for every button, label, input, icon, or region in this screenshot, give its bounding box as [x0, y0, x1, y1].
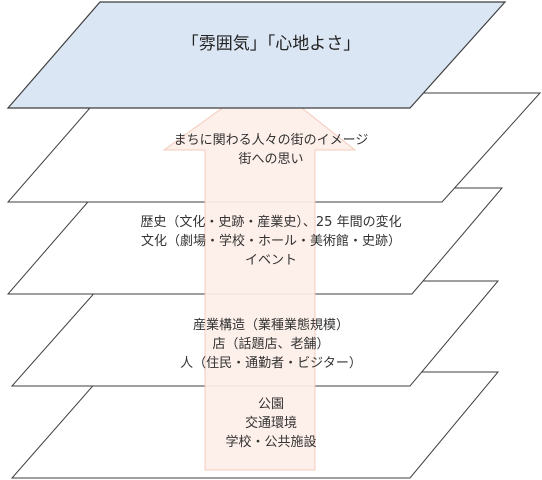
top-layer-label: 「雰囲気」「心地よさ」 — [0, 33, 542, 55]
layer-3-text: 産業構造（業種業態規模） 店（話題店、老舗） 人（住民・通勤者・ビジター） — [0, 316, 542, 373]
layer-4-line-1: 公園 — [257, 397, 284, 412]
layer-3-line-1: 産業構造（業種業態規模） — [192, 318, 349, 333]
layer-2-line-1: 歴史（文化・史跡・産業史）、25 年間の変化 — [140, 215, 402, 230]
top-layer-text: 「雰囲気」「心地よさ」 — [181, 34, 361, 54]
layer-2-line-3: イベント — [244, 253, 297, 268]
top-plane — [6, 1, 507, 109]
upward-arrow — [162, 77, 357, 471]
layer-4-line-3: 学校・公共施設 — [225, 435, 317, 450]
layer-3-line-3: 人（住民・通勤者・ビジター） — [180, 356, 362, 371]
layer-1-text: まちに関わる人々の街のイメージ 街への思い — [0, 131, 542, 169]
layer-1-line-2: 街への思い — [238, 152, 304, 167]
layer-4-line-2: 交通環境 — [244, 416, 297, 431]
layer-4-text: 公園 交通環境 学校・公共施設 — [0, 395, 542, 452]
layer-2-line-2: 文化（劇場・学校・ホール・美術館・史跡） — [140, 234, 401, 249]
layer-1-line-1: まちに関わる人々の街のイメージ — [173, 133, 369, 148]
layer-2-text: 歴史（文化・史跡・産業史）、25 年間の変化 文化（劇場・学校・ホール・美術館・… — [0, 213, 542, 270]
layer-3-line-2: 店（話題店、老舗） — [212, 337, 330, 352]
